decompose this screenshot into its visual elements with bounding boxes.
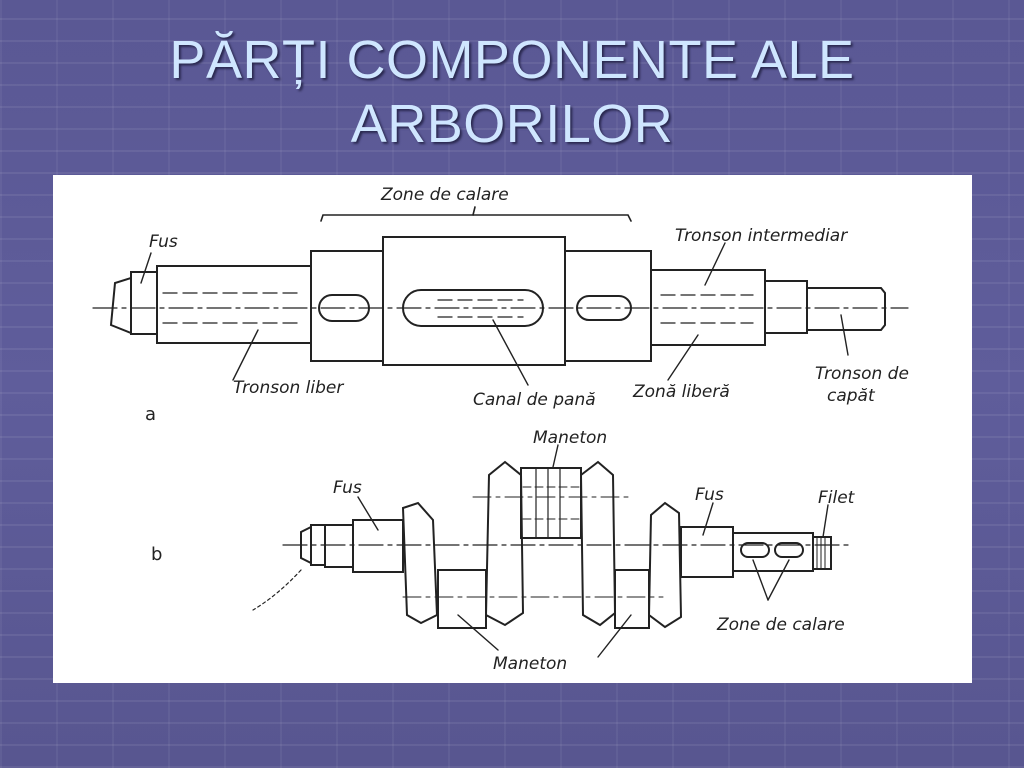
label-tronson-liber: Tronson liber	[233, 378, 344, 398]
shaft-diagram-figure: Fus Zone de calare Tronson intermediar T…	[53, 175, 972, 683]
slide-title: PĂRȚI COMPONENTE ALE ARBORILOR	[0, 28, 1024, 156]
straight-shaft-drawing	[92, 206, 909, 386]
label-maneton-top: Maneton	[533, 428, 607, 448]
label-maneton-bottom: Maneton	[493, 654, 567, 674]
label-tronson-capat-line2: capăt	[827, 386, 876, 406]
panel-letter-b: b	[151, 544, 162, 565]
label-canal-pana: Canal de pană	[473, 390, 596, 410]
crankshaft-drawing	[252, 444, 854, 658]
label-tronson-intermediar: Tronson intermediar	[675, 226, 848, 246]
label-filet: Filet	[818, 488, 856, 508]
label-fus-right-b: Fus	[695, 485, 724, 505]
title-line-2: ARBORILOR	[350, 94, 674, 154]
label-fus-left-b: Fus	[333, 478, 362, 498]
title-line-1: PĂRȚI COMPONENTE ALE	[169, 30, 855, 90]
panel-letter-a: a	[145, 404, 156, 425]
label-fus-a: Fus	[149, 232, 178, 252]
shaft-diagram-svg: Fus Zone de calare Tronson intermediar T…	[92, 185, 909, 674]
label-zone-calare-b: Zone de calare	[716, 615, 845, 635]
label-zone-calare-a: Zone de calare	[380, 185, 509, 205]
label-zona-libera: Zonă liberă	[632, 382, 730, 402]
label-tronson-capat-line1: Tronson de	[815, 364, 909, 384]
